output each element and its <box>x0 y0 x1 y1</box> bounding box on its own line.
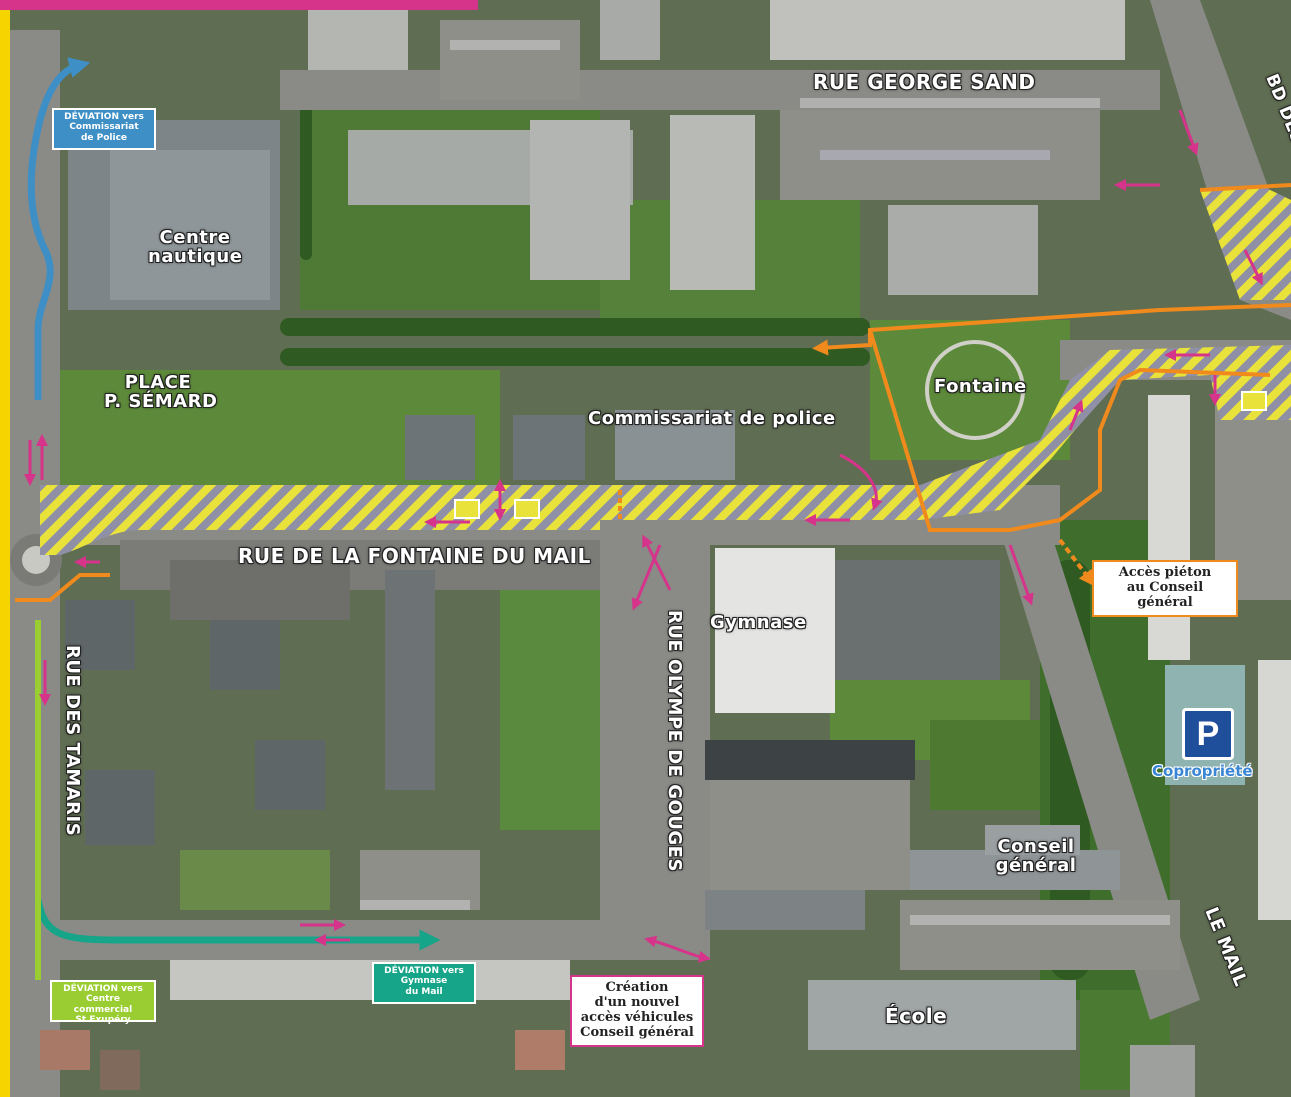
poi-label-commissariat: Commissariat de police <box>588 408 836 429</box>
deviation-sign-centre-commercial: DÉVIATION vers Centre commercial St Exup… <box>50 980 156 1026</box>
place-label-line-2: P. SÉMARD <box>104 390 218 412</box>
note-line-2: d'un nouvel <box>594 994 680 1010</box>
poi-label-fontaine: Fontaine <box>934 376 1027 397</box>
deviation-sign-line-1: DÉVIATION vers <box>63 984 143 994</box>
note-line-1: Création <box>605 980 669 995</box>
pedestrian-route <box>15 183 1291 602</box>
buildings <box>40 0 1291 1097</box>
street-label-tamaris: RUE DES TAMARIS <box>61 645 83 837</box>
poi-label-ecole: École <box>885 1004 948 1028</box>
header-bar <box>0 0 478 10</box>
fountain-circle <box>925 340 1025 440</box>
deviation-sign-police: DÉVIATION vers Commissariat de Police <box>52 108 156 150</box>
work-zones <box>40 185 1291 555</box>
note-line-3: accès véhicules <box>580 1009 694 1025</box>
deviation-sign-line-1: DÉVIATION vers <box>384 966 464 976</box>
poi-label-conseil-general: Conseil général <box>990 836 1082 876</box>
place-label-line-1: PLACE <box>124 372 192 393</box>
note-line-2: au Conseil général <box>1126 579 1204 610</box>
poi-label-line-1: Centre <box>159 227 231 248</box>
note-line-1: Accès piéton <box>1118 565 1212 580</box>
street-label-olympe-de-gouges: RUE OLYMPE DE GOUGES <box>663 610 685 872</box>
deviation-sign-gymnase: DÉVIATION vers Gymnase du Mail <box>372 962 476 1004</box>
poi-label-line-1: Conseil <box>997 836 1075 857</box>
deviation-sign-line-3: St Exupéry <box>75 1015 131 1026</box>
place-label-semard: PLACE P. SÉMARD <box>104 372 218 412</box>
parked-cars <box>360 40 1170 925</box>
note-creation-acces: Création d'un nouvel accès véhicules Con… <box>570 975 704 1047</box>
poi-label-centre-nautique: Centre nautique <box>148 227 243 267</box>
left-border <box>0 0 10 1097</box>
street-label-fontaine-du-mail: RUE DE LA FONTAINE DU MAIL <box>238 544 591 568</box>
deviation-routes <box>27 57 441 980</box>
deviation-sign-line-2: Gymnase <box>400 976 448 987</box>
deviation-sign-line-3: du Mail <box>405 986 443 997</box>
parking-icon: P <box>1182 708 1234 760</box>
note-acces-pieton: Accès piéton au Conseil général <box>1092 560 1238 617</box>
poi-label-line-2: nautique <box>148 245 243 267</box>
note-line-4: Conseil général <box>580 1024 694 1040</box>
poi-label-gymnase: Gymnase <box>710 612 807 633</box>
poi-label-line-2: général <box>995 854 1077 876</box>
parking-label: Copropriété <box>1152 762 1253 780</box>
traffic-arrows <box>24 109 1263 963</box>
deviation-sign-line-2: Centre commercial <box>73 994 133 1015</box>
deviation-sign-line-2: Commissariat <box>69 122 139 133</box>
deviation-sign-line-3: de Police <box>80 132 128 143</box>
street-label-george-sand: RUE GEORGE SAND <box>813 70 1036 94</box>
bus-stop-icons <box>454 391 1267 519</box>
deviation-sign-line-1: DÉVIATION vers <box>64 112 144 122</box>
